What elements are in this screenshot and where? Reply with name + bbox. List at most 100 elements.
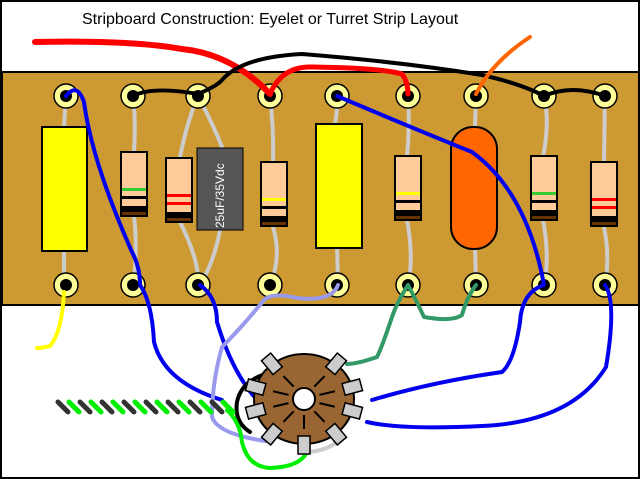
switch-lug[interactable] [244,378,267,397]
switch-lug[interactable] [260,351,284,376]
turret[interactable] [257,272,283,298]
switch-spoke [319,390,336,396]
hookup-wires [32,35,614,470]
twist-segment [99,399,115,415]
resistor[interactable] [394,155,422,221]
resistor-band [262,222,286,225]
resistor-band [262,216,286,222]
twist-segment [132,399,148,415]
rotary-switch[interactable] [244,351,364,455]
twist-segment [143,399,159,415]
resistor-band [396,200,420,203]
twist-segment [121,399,137,415]
switch-lug[interactable] [341,401,364,420]
switch-lug[interactable] [297,435,311,455]
resistor-band [532,200,556,203]
resistor-band [396,210,420,216]
twist-segment [187,399,203,415]
switch-lug[interactable] [260,422,284,447]
switch-spokes [272,375,336,429]
switch-lug[interactable] [324,422,348,447]
resistor-band [592,216,616,222]
turret-hole [264,279,276,291]
turret[interactable] [185,83,211,109]
twist-segment [198,399,214,415]
teal-wire [345,283,410,366]
red-wire [267,64,411,97]
film-capacitor[interactable] [196,147,244,231]
twist-segment [220,399,236,415]
resistor-band [122,188,146,191]
turret-hole [60,279,72,291]
resistor[interactable] [590,161,618,227]
resistor-band [532,210,556,216]
resistor-body [530,155,558,221]
resistor-band [167,194,191,197]
blue-wire [198,283,259,402]
orange-wire [474,35,532,96]
resistor-body [394,155,422,221]
yellow-wire [35,290,66,350]
turret-hole [470,90,482,102]
turret[interactable] [324,83,350,109]
resistor-band [396,216,420,219]
switch-lugs [244,351,364,455]
resistor-band [262,198,286,201]
twist-segment [154,399,170,415]
switch-lug[interactable] [324,351,348,376]
turret-hole [127,279,139,291]
switch-spoke [282,410,295,423]
switch-lug[interactable] [341,378,364,397]
resistor-band [122,196,146,199]
resistor-band [592,222,616,225]
resistor[interactable] [530,155,558,221]
electrolytic-capacitor[interactable] [41,126,88,252]
twisted-heater-pair [55,399,236,415]
switch-spoke [272,390,289,396]
twist-segment [88,399,104,415]
switch-spoke [272,402,289,408]
electrolytic-capacitor[interactable] [315,123,363,249]
components: 25uF/35Vdc [41,123,618,252]
resistor-body [590,161,618,227]
resistor-band [262,206,286,209]
resistor-band [167,218,191,221]
resistor-band [592,206,616,209]
twist-segment [77,399,93,415]
resistor-band [532,192,556,195]
resistor[interactable] [165,157,193,223]
resistor-band [167,212,191,218]
switch-shaft-hole [292,387,316,411]
switch-spoke [313,410,326,423]
black-wire [131,52,607,98]
twist-segment [165,399,181,415]
twist-segment [110,399,126,415]
twist-segment [209,399,225,415]
orange-capacitor[interactable] [450,126,498,250]
blue-wire [335,94,546,402]
resistor-band [167,202,191,205]
lavender-wire [210,283,340,444]
resistor-band [592,198,616,201]
switch-spoke [282,375,295,388]
turret[interactable] [53,272,79,298]
blue-wire [64,88,224,402]
diagram-title: Stripboard Construction: Eyelet or Turre… [82,11,459,28]
resistor-band [122,212,146,215]
resistor[interactable] [260,161,288,227]
resistor[interactable] [120,151,148,217]
twist-segment [176,399,192,415]
teal-wire [406,283,478,322]
twist-segment [66,399,82,415]
switch-spoke [319,402,336,408]
red-wire [32,38,273,97]
resistor-body [260,161,288,227]
turret[interactable] [463,83,489,109]
green-wire [225,408,309,470]
resistor-body [165,157,193,223]
switch-spoke [313,375,326,388]
resistor-band [396,192,420,195]
switch-lug[interactable] [244,401,267,420]
